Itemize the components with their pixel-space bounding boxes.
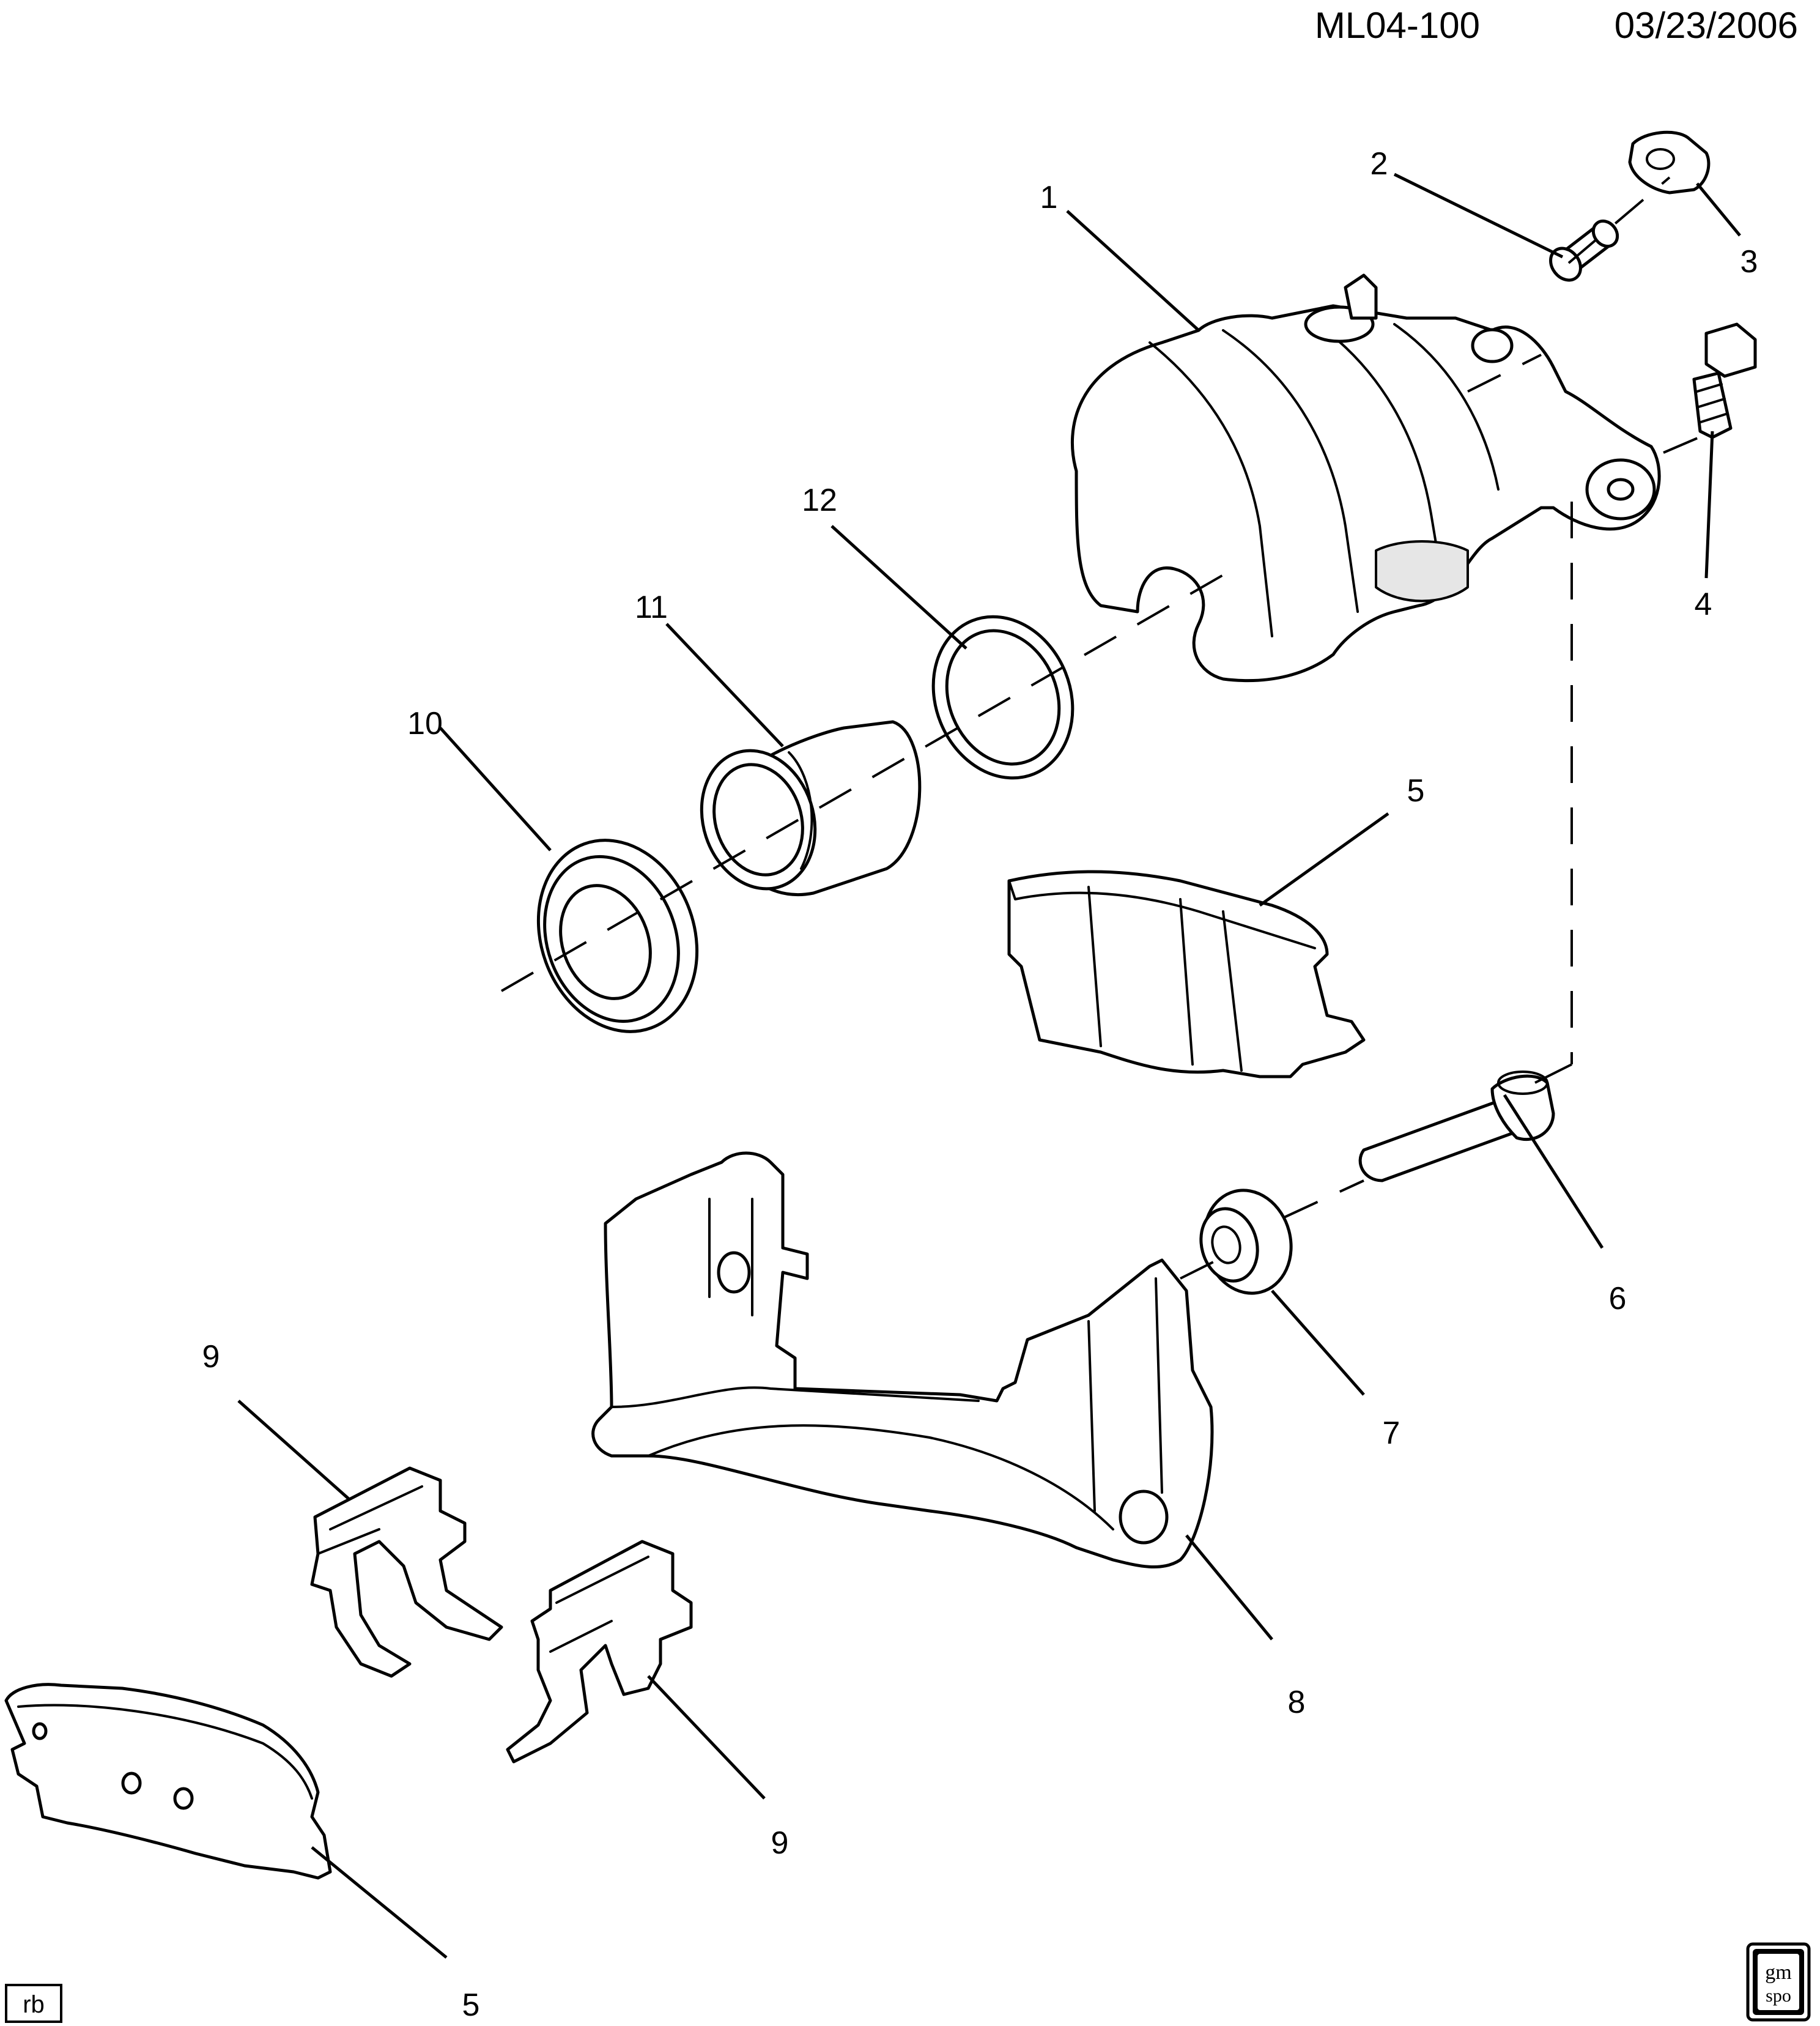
piston-seal (931, 615, 1075, 780)
callout-3: 3 (1740, 244, 1758, 280)
dust-boot (536, 839, 699, 1033)
caliper-housing (1070, 273, 1661, 683)
callout-5-top: 5 (1407, 773, 1425, 809)
logo-gm-text: gm (1765, 1961, 1791, 1984)
brake-pad-upper (1007, 870, 1366, 1078)
callout-1: 1 (1040, 180, 1058, 215)
callout-9-top: 9 (202, 1339, 220, 1375)
callout-labels: 1 2 3 4 5 6 7 8 9 9 10 11 12 5 (202, 146, 1758, 2023)
callout-7: 7 (1383, 1416, 1400, 1451)
caliper-piston (700, 720, 922, 896)
diagram-date: 03/23/2006 (1615, 5, 1798, 46)
assembly-axis-lines (501, 176, 1707, 1280)
gm-spo-logo: gm spo (1746, 1942, 1811, 2022)
leader-lines (237, 173, 1741, 1959)
callout-5-bottom: 5 (462, 1987, 480, 2023)
brake-pad-lower (4, 1683, 332, 1880)
diagram-code: ML04-100 (1315, 5, 1480, 46)
caliper-bolt (1692, 322, 1757, 439)
callout-8: 8 (1288, 1685, 1306, 1720)
callout-10: 10 (407, 706, 443, 741)
pad-clip-left (310, 1466, 503, 1678)
guide-pin-bushing (1199, 1189, 1293, 1295)
guide-pin (1358, 1071, 1555, 1182)
bleeder-cap (1628, 130, 1711, 195)
pad-clip-right (506, 1540, 693, 1764)
callout-11: 11 (635, 590, 668, 625)
callout-9-bottom: 9 (771, 1825, 789, 1861)
callout-2: 2 (1371, 146, 1388, 182)
callout-4: 4 (1695, 587, 1712, 622)
initials-text: rb (23, 1991, 45, 2018)
caliper-bracket (591, 1151, 1214, 1568)
callout-6: 6 (1609, 1281, 1627, 1316)
callout-12: 12 (802, 483, 837, 518)
initials-box: rb (5, 1984, 62, 2023)
logo-spo-text: spo (1766, 1986, 1791, 2006)
